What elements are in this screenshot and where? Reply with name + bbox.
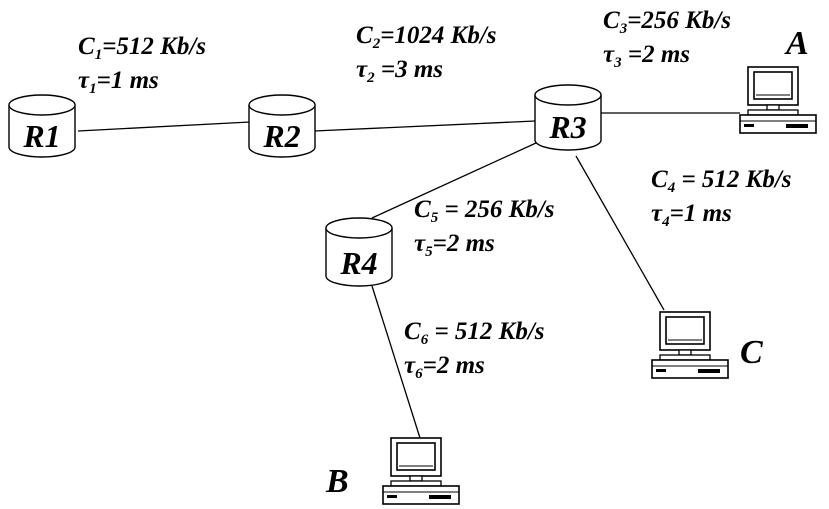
link-label-2: C2=1024 Kb/s τ2 =3 ms — [356, 19, 497, 87]
host-label-c: C — [740, 334, 763, 371]
capacity-1: C1=512 Kb/s — [78, 33, 207, 63]
link-label-5: C5 = 256 Kb/s τ5=2 ms — [414, 193, 555, 261]
capacity-3: C3=256 Kb/s — [603, 7, 732, 37]
link-label-3: C3=256 Kb/s τ3 =2 ms — [603, 4, 731, 72]
link-label-1: C1=512 Kb/s τ1=1 ms — [78, 30, 206, 98]
link-label-4: C4 = 512 Kb/s τ4=1 ms — [651, 163, 792, 231]
computer-icon-a — [739, 66, 817, 134]
router-r2: R2 — [248, 94, 316, 158]
link-r4-b — [371, 285, 421, 439]
links-layer — [77, 112, 740, 439]
router-r1: R1 — [8, 94, 76, 158]
router-label-r2: R2 — [262, 118, 300, 154]
capacity-5: C5 = 256 Kb/s — [414, 196, 555, 226]
link-label-6: C6 = 512 Kb/s τ6=2 ms — [404, 315, 545, 383]
delay-5: τ5=2 ms — [414, 230, 495, 260]
delay-6: τ6=2 ms — [404, 352, 485, 382]
delay-2: τ2 =3 ms — [356, 56, 444, 86]
delay-1: τ1=1 ms — [78, 67, 159, 97]
router-r3: R3 — [534, 84, 602, 151]
capacity-2: C2=1024 Kb/s — [356, 22, 497, 52]
host-label-b: B — [326, 463, 349, 500]
router-r4: R4 — [325, 217, 393, 287]
delay-4: τ4=1 ms — [651, 200, 732, 230]
link-r1-r2 — [77, 121, 251, 132]
link-r2-r3 — [313, 120, 536, 132]
host-label-a: A — [786, 25, 809, 62]
capacity-6: C6 = 512 Kb/s — [404, 318, 545, 348]
router-label-r4: R4 — [339, 245, 377, 281]
link-r3-r4 — [371, 142, 537, 219]
capacity-4: C4 = 512 Kb/s — [651, 166, 792, 196]
delay-3: τ3 =2 ms — [603, 41, 691, 71]
computer-icon-c — [651, 311, 729, 379]
router-label-r3: R3 — [548, 109, 586, 145]
router-label-r1: R1 — [22, 118, 60, 154]
link-r3-c — [575, 155, 665, 311]
computer-icon-b — [382, 437, 460, 505]
